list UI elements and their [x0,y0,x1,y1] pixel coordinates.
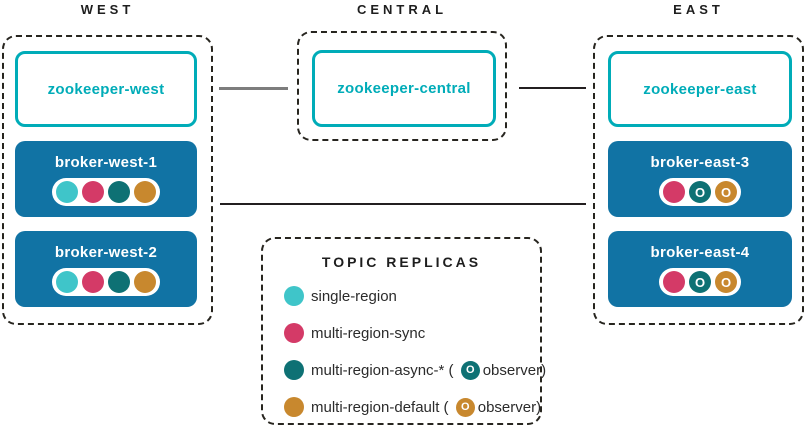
connector-zookeeper-west-central [219,87,288,90]
zookeeper-central-node: zookeeper-central [312,50,496,127]
broker-name: broker-east-3 [650,154,750,171]
zookeeper-west-node: zookeeper-west [15,51,197,127]
cluster-west: zookeeper-west broker-west-1 broker-west… [2,35,213,325]
broker-west-1-node: broker-west-1 [15,141,197,217]
zookeeper-east-node: zookeeper-east [608,51,792,127]
legend-item-label: single-region [311,287,397,305]
legend-item: multi-region-sync [284,323,546,343]
multi-region-default-observer-replica-dot: O [715,271,737,293]
legend-topic-replicas: TOPIC REPLICAS single-region multi-region… [261,237,546,425]
multi-region-async-observer-replica-dot: O [689,181,711,203]
multi-region-sync-replica-dot [82,181,104,203]
multi-region-default-observer-replica-dot: O [715,181,737,203]
multi-region-sync-replica-dot [663,181,685,203]
replica-pill [52,178,160,206]
connector-zookeeper-central-east [519,87,586,89]
broker-west-2-node: broker-west-2 [15,231,197,307]
single-region-replica-dot [56,271,78,293]
multi-region-default-replica-dot [134,181,156,203]
single-region-replica-dot [56,181,78,203]
region-label-central: CENTRAL [356,2,448,17]
region-label-east: EAST [673,2,724,17]
broker-name: broker-west-2 [54,244,158,261]
multi-region-async-observer-chip: O [460,360,480,380]
multi-region-default-observer-chip: O [455,397,475,417]
multi-region-async-observer-replica-dot: O [689,271,711,293]
replica-pill [52,268,160,296]
multi-region-default-legend-dot [284,397,304,417]
single-region-legend-dot [284,286,304,306]
legend-title: TOPIC REPLICAS [321,254,482,270]
broker-name: broker-west-1 [54,154,158,171]
multi-region-sync-legend-dot [284,323,304,343]
multi-region-sync-replica-dot [663,271,685,293]
multi-region-async-replica-dot [108,271,130,293]
legend-rows: single-region multi-region-sync multi-regi… [284,286,546,417]
broker-name: broker-east-4 [650,244,750,261]
multi-region-async-legend-dot [284,360,304,380]
multi-region-async-replica-dot [108,181,130,203]
cluster-central: zookeeper-central [297,31,507,141]
multi-region-default-replica-dot [134,271,156,293]
connector-brokers-west-east [220,203,586,205]
legend-item: single-region [284,286,546,306]
region-label-west: WEST [80,2,135,17]
legend-item-label: multi-region-sync [311,324,426,342]
multi-region-sync-replica-dot [82,271,104,293]
